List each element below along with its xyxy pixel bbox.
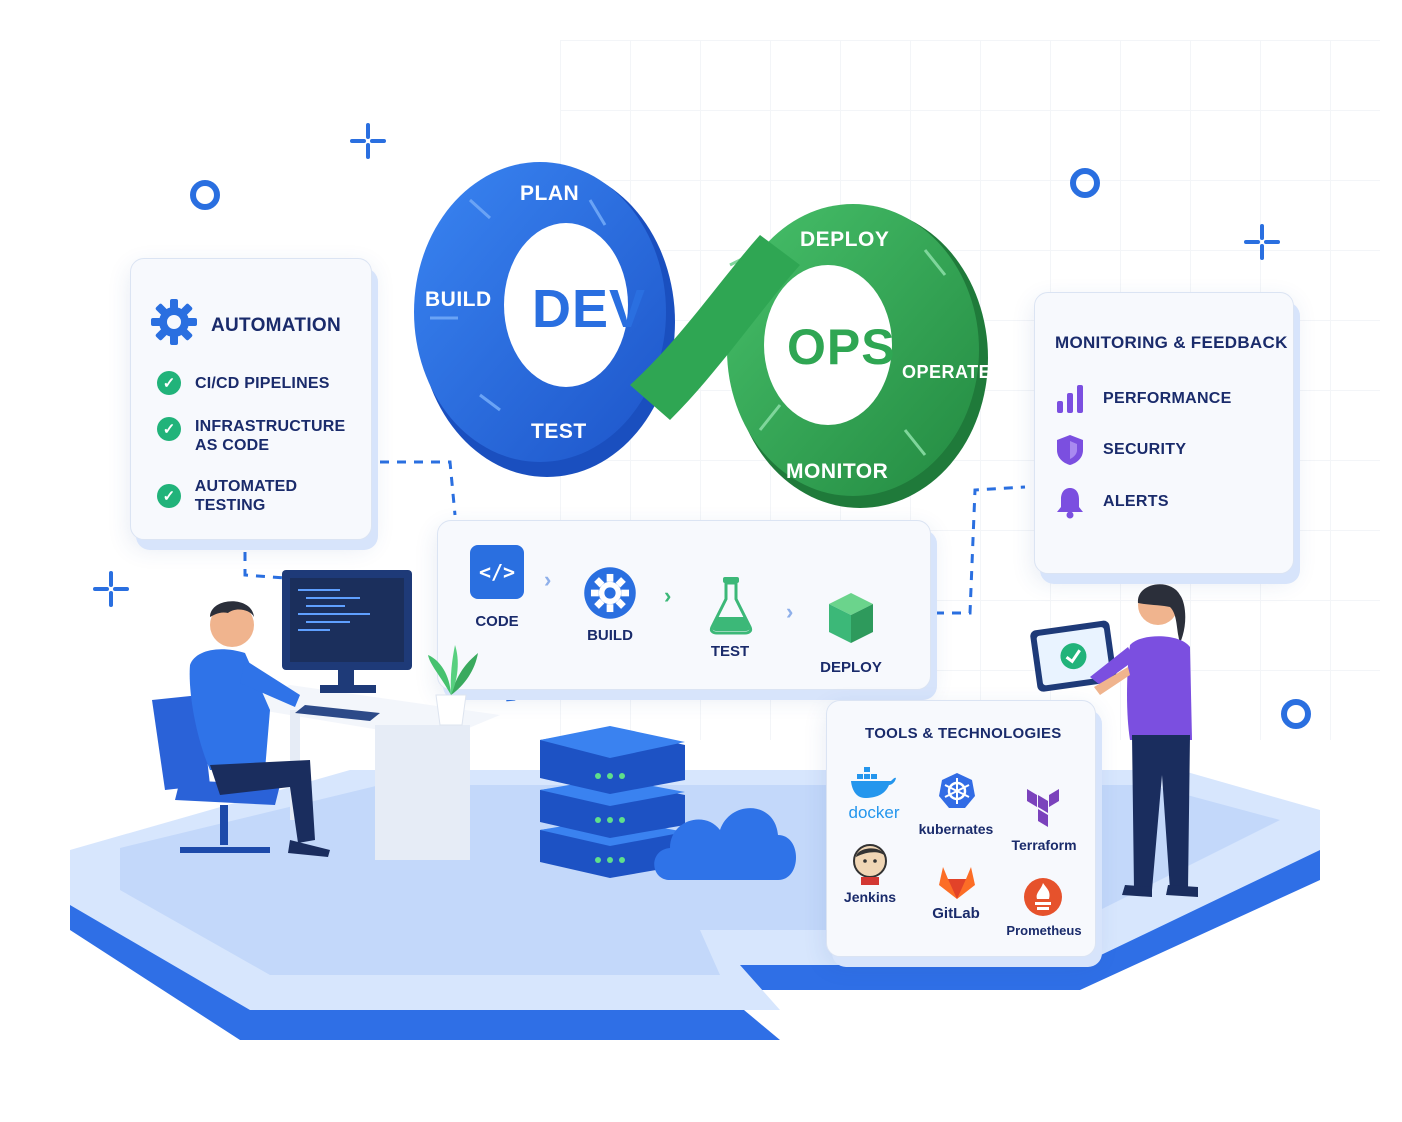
server-unit bbox=[540, 726, 685, 794]
stage-deploy: DEPLOY bbox=[800, 228, 890, 251]
terraform-icon bbox=[1027, 789, 1059, 827]
gear-icon bbox=[151, 299, 197, 345]
monitoring-item-label: PERFORMANCE bbox=[1103, 390, 1232, 407]
shield-icon bbox=[1057, 435, 1083, 465]
automation-item-label: AUTOMATED TESTING bbox=[194, 478, 298, 514]
server-stack bbox=[540, 726, 796, 880]
pipeline-strip: </> CODE › BUILD › TEST bbox=[437, 520, 931, 690]
cube-icon bbox=[829, 593, 873, 643]
monitoring-item: ALERTS bbox=[1055, 485, 1169, 519]
developer-at-desk bbox=[152, 570, 500, 860]
operator-legs bbox=[1132, 735, 1190, 890]
check-icon: ✓ bbox=[157, 417, 181, 441]
dev-loop bbox=[414, 162, 675, 477]
monitoring-item: SECURITY bbox=[1055, 433, 1186, 467]
stage-build: BUILD bbox=[425, 288, 492, 311]
pipeline-step-label: BUILD bbox=[587, 627, 633, 644]
monitoring-item-label: ALERTS bbox=[1103, 493, 1169, 510]
developer-legs bbox=[210, 760, 315, 843]
tool-label: docker bbox=[848, 803, 900, 822]
check-icon: ✓ bbox=[157, 484, 181, 508]
tool-label: kubernates bbox=[918, 821, 994, 837]
stage-test: TEST bbox=[531, 420, 587, 443]
kubernetes-icon bbox=[939, 773, 975, 808]
automation-item: ✓ INFRASTRUCTURE AS CODE bbox=[157, 417, 345, 455]
stage-plan: PLAN bbox=[520, 182, 580, 205]
sparkle-icon bbox=[93, 571, 129, 607]
operator-torso bbox=[1127, 636, 1192, 740]
tools-card: TOOLS & TECHNOLOGIES docker kubernates T… bbox=[826, 700, 1096, 957]
check-icon bbox=[1060, 643, 1087, 670]
chevron-right-icon: › bbox=[544, 567, 552, 592]
desk-drawer bbox=[375, 725, 470, 860]
developer-head bbox=[210, 603, 254, 647]
ops-loop bbox=[727, 204, 988, 508]
ring-icon bbox=[1281, 699, 1311, 729]
ops-label: OPS bbox=[787, 319, 896, 375]
prometheus-icon bbox=[1024, 878, 1062, 916]
bar-chart-icon bbox=[1057, 385, 1083, 413]
pipeline-step-label: TEST bbox=[710, 643, 750, 660]
tool-label: Jenkins bbox=[843, 889, 897, 905]
keyboard bbox=[295, 705, 380, 721]
plant-pot bbox=[435, 694, 467, 726]
stage-operate: OPERATE bbox=[902, 362, 992, 382]
automation-item: ✓ AUTOMATED TESTING bbox=[157, 477, 371, 515]
tools-title: TOOLS & TECHNOLOGIES bbox=[865, 725, 1062, 742]
automation-title: AUTOMATION bbox=[211, 315, 342, 336]
tool-label: Terraform bbox=[1011, 837, 1077, 853]
automation-item-label: CI/CD PIPELINES bbox=[195, 374, 330, 392]
pipeline-step: </> bbox=[470, 545, 524, 599]
docker-icon bbox=[851, 767, 896, 798]
ring-icon bbox=[190, 180, 220, 210]
monitoring-item: PERFORMANCE bbox=[1055, 383, 1232, 415]
sparkle-icon bbox=[350, 123, 386, 159]
ring-icon bbox=[1070, 168, 1100, 198]
monitoring-card: MONITORING & FEEDBACK PERFORMANCE SECURI… bbox=[1034, 292, 1294, 574]
automation-item-label: INFRASTRUCTURE AS CODE bbox=[195, 418, 346, 454]
code-icon: </> bbox=[478, 560, 516, 584]
monitoring-item-label: SECURITY bbox=[1103, 441, 1187, 458]
chevron-right-icon: › bbox=[786, 599, 794, 624]
tablet bbox=[1030, 620, 1117, 692]
gear-icon bbox=[584, 567, 636, 619]
automation-card: AUTOMATION ✓ CI/CD PIPELINES ✓ INFRASTRU… bbox=[130, 258, 372, 540]
chevron-right-icon: › bbox=[664, 583, 672, 608]
automation-item: ✓ CI/CD PIPELINES bbox=[157, 371, 330, 395]
cloud-icon bbox=[654, 808, 796, 880]
tool-label: Prometheus bbox=[1006, 923, 1082, 938]
stage-monitor: MONITOR bbox=[786, 460, 889, 483]
bell-icon bbox=[1057, 488, 1083, 519]
monitoring-title: MONITORING & FEEDBACK bbox=[1055, 333, 1288, 352]
check-icon: ✓ bbox=[157, 371, 181, 395]
pipeline-step-label: DEPLOY bbox=[820, 659, 882, 676]
flask-icon bbox=[709, 577, 753, 635]
pipeline-step-label: CODE bbox=[475, 613, 519, 630]
dev-label: DEV bbox=[532, 279, 647, 339]
operator-with-tablet bbox=[1030, 584, 1198, 897]
gitlab-icon bbox=[939, 867, 975, 899]
sparkle-icon bbox=[1244, 224, 1280, 260]
jenkins-icon bbox=[853, 844, 887, 885]
tool-label: GitLab bbox=[932, 905, 980, 922]
